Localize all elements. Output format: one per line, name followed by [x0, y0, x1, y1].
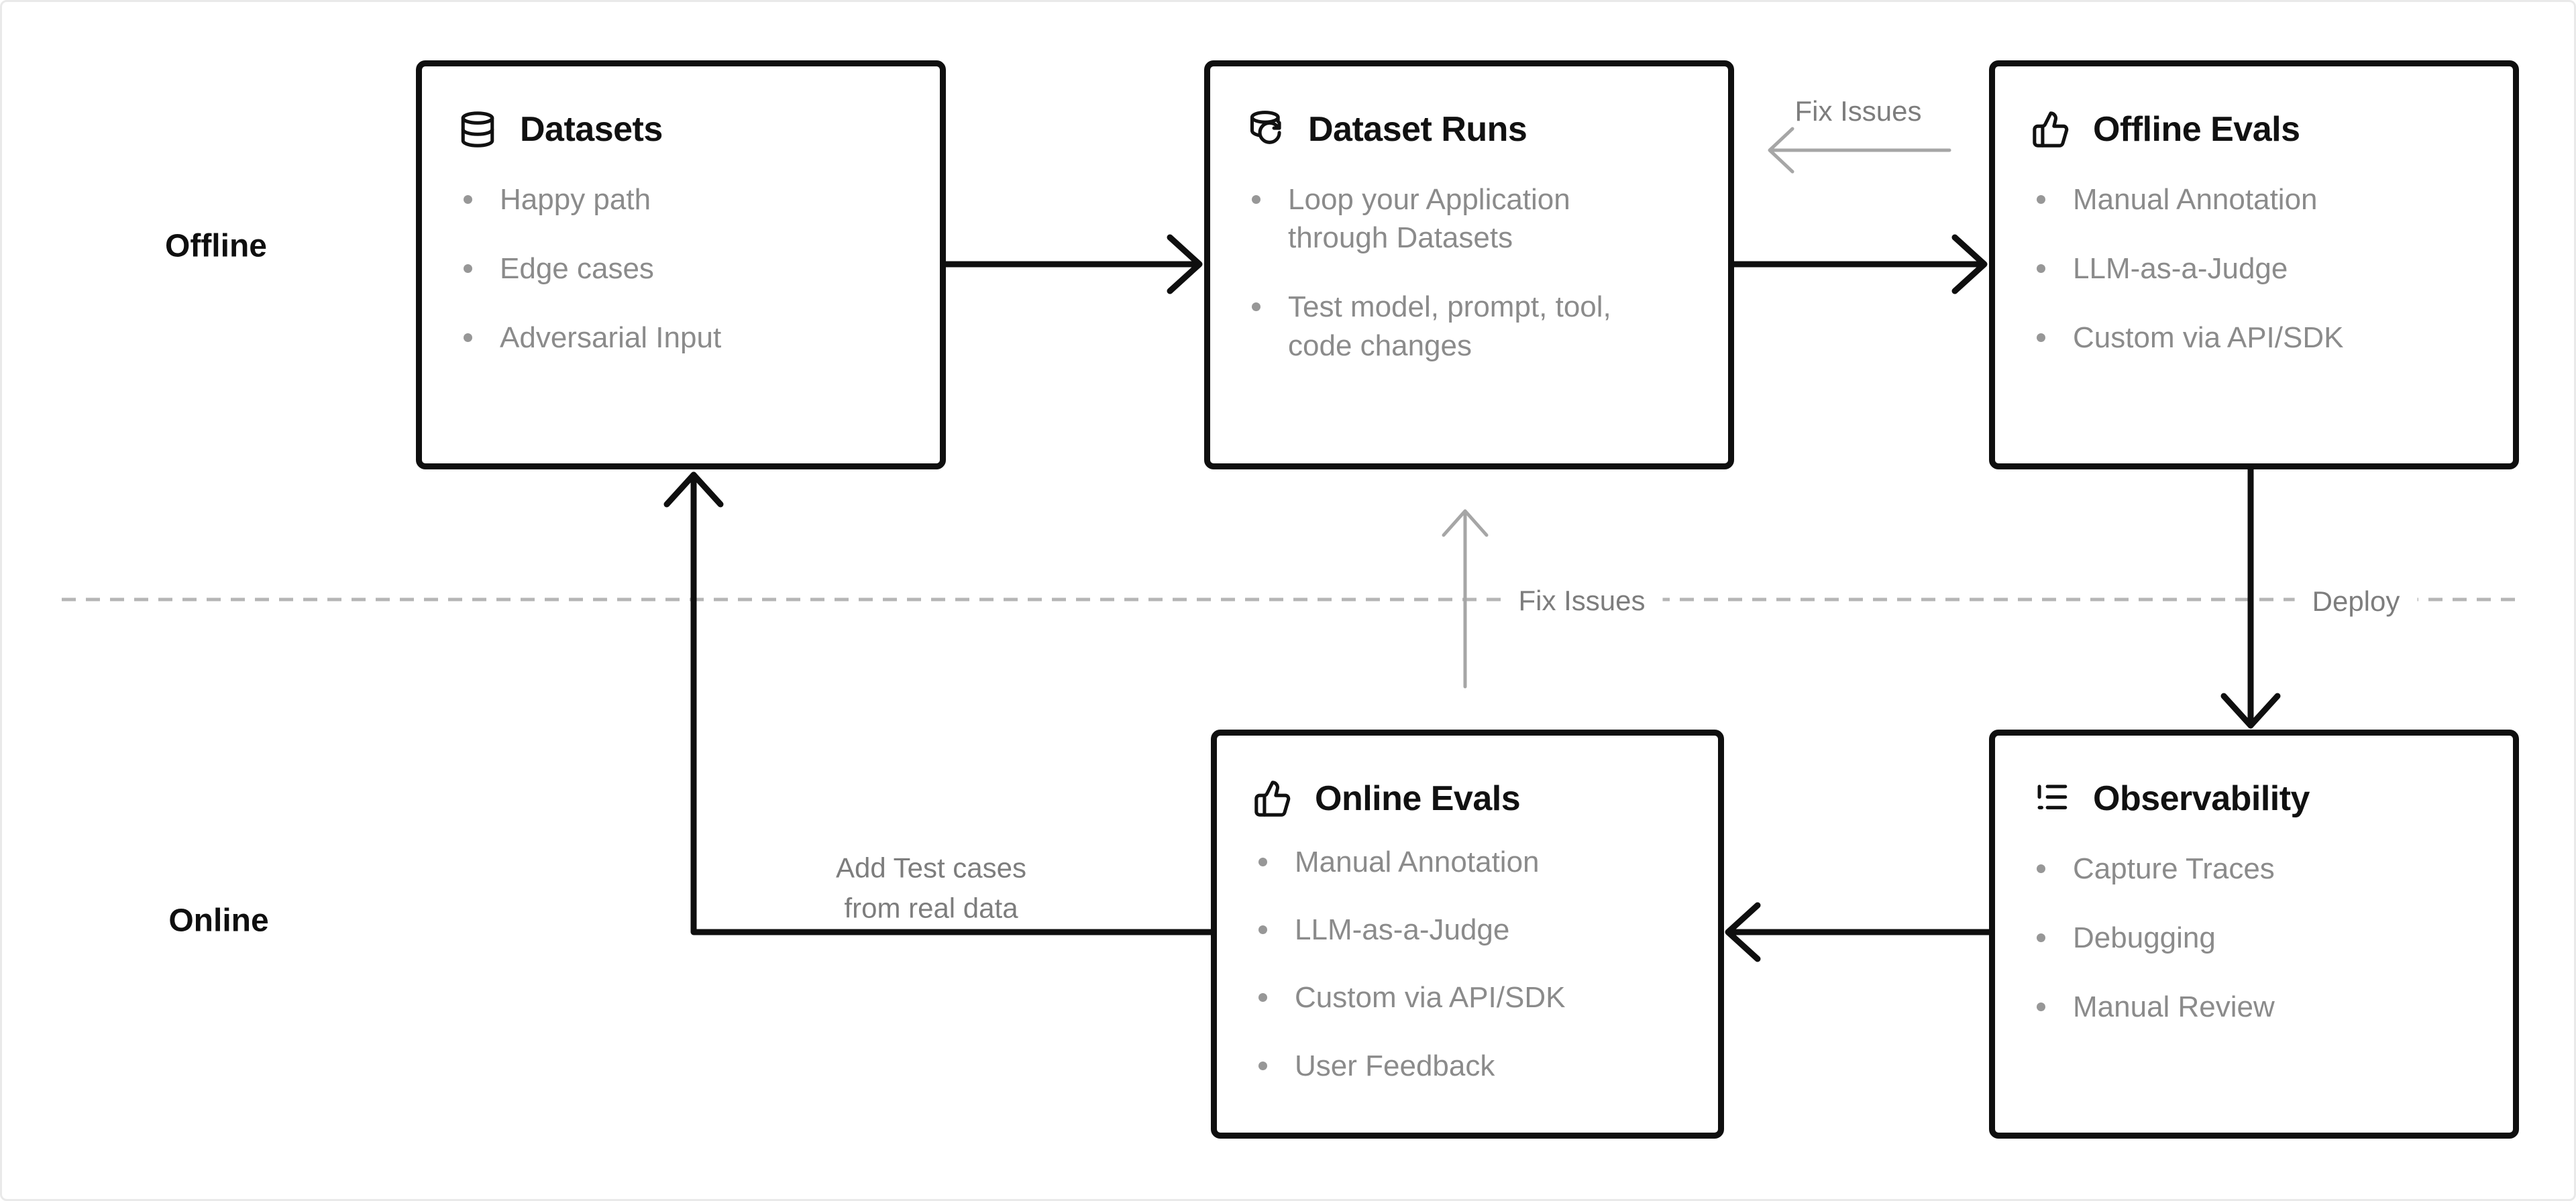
- observability-header: Observability: [2031, 779, 2477, 819]
- fix-issues-top-label: Fix Issues: [1794, 95, 1922, 127]
- online-evals-list: Manual Annotation LLM-as-a-Judge Custom …: [1253, 843, 1682, 1085]
- list-item: Manual Annotation: [1253, 843, 1682, 881]
- online-lane-label: Online: [168, 903, 269, 939]
- offline-evals-box: Offline Evals Manual Annotation LLM-as-a…: [1989, 60, 2519, 469]
- list-item: Manual Annotation: [2031, 180, 2477, 219]
- offline-lane-label: Offline: [165, 228, 267, 264]
- observability-list: Capture Traces Debugging Manual Review: [2031, 850, 2477, 1027]
- list-item: LLM-as-a-Judge: [1253, 911, 1682, 949]
- online-evals-title: Online Evals: [1315, 779, 1521, 818]
- datasets-box: Datasets Happy path Edge cases Adversari…: [416, 60, 946, 469]
- dataset-run-icon: [1246, 110, 1285, 149]
- online-evals-header: Online Evals: [1253, 779, 1682, 819]
- list-item: Custom via API/SDK: [2031, 319, 2477, 357]
- list-item: Test model, prompt, tool, code changes: [1246, 288, 1692, 364]
- offline-evals-title: Offline Evals: [2093, 110, 2300, 149]
- datasets-list: Happy path Edge cases Adversarial Input: [458, 180, 904, 357]
- dataset-runs-header: Dataset Runs: [1246, 109, 1692, 150]
- database-icon: [458, 110, 497, 149]
- list-item: User Feedback: [1253, 1047, 1682, 1085]
- deploy-label: Deploy: [2294, 580, 2418, 623]
- list-item: Loop your Application through Datasets: [1246, 180, 1692, 257]
- online-evals-box: Online Evals Manual Annotation LLM-as-a-…: [1211, 730, 1724, 1139]
- observability-box: Observability Capture Traces Debugging M…: [1989, 730, 2519, 1139]
- add-test-cases-label: Add Test cases from real data: [835, 852, 1027, 923]
- dataset-runs-title: Dataset Runs: [1308, 110, 1527, 149]
- fix-issues-top-arrow: [1768, 127, 1951, 174]
- datasets-title: Datasets: [520, 110, 663, 149]
- thumbs-up-icon: [2031, 110, 2070, 149]
- dataset-runs-box: Dataset Runs Loop your Application throu…: [1204, 60, 1734, 469]
- offline-evals-list: Manual Annotation LLM-as-a-Judge Custom …: [2031, 180, 2477, 357]
- list-item: LLM-as-a-Judge: [2031, 249, 2477, 288]
- list-item: Happy path: [458, 180, 904, 219]
- arrow-online-evals-to-datasets-loop: [663, 471, 1214, 935]
- list-item: Manual Review: [2031, 988, 2477, 1026]
- fix-issues-mid-arrow: [1442, 509, 1489, 689]
- observability-title: Observability: [2093, 779, 2310, 818]
- fix-issues-mid-label: Fix Issues: [1501, 579, 1663, 622]
- offline-evals-header: Offline Evals: [2031, 109, 2477, 150]
- list-item: Edge cases: [458, 249, 904, 288]
- datasets-header: Datasets: [458, 109, 904, 150]
- list-item: Debugging: [2031, 919, 2477, 957]
- arrow-datasets-to-dataset-runs: [943, 234, 1203, 294]
- arrow-offline-evals-to-observability-deploy: [2220, 466, 2281, 729]
- arrow-dataset-runs-to-offline-evals: [1731, 234, 1988, 294]
- thumbs-up-icon: [1253, 779, 1292, 818]
- arrow-observability-to-online-evals: [1725, 902, 1992, 962]
- logs-icon: [2031, 779, 2070, 818]
- list-item: Custom via API/SDK: [1253, 978, 1682, 1017]
- list-item: Adversarial Input: [458, 319, 904, 357]
- dataset-runs-list: Loop your Application through Datasets T…: [1246, 180, 1692, 365]
- list-item: Capture Traces: [2031, 850, 2477, 888]
